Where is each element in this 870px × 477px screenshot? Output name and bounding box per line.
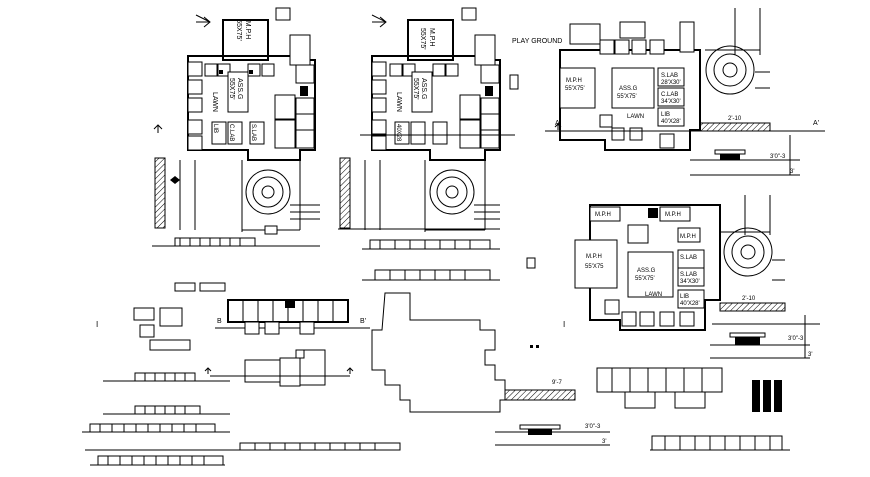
assembly-ground xyxy=(611,67,655,109)
south-wing-rooms xyxy=(604,299,695,327)
svg-text:LIB: LIB xyxy=(661,112,670,118)
svg-text:S.LAB: S.LAB xyxy=(680,255,697,261)
lab-cluster: S.LAB 28'X30' C.LAB 34'X30' LIB 40'X28' xyxy=(657,67,685,127)
svg-text:40'X28': 40'X28' xyxy=(680,301,700,307)
west-wing-rooms xyxy=(187,61,275,151)
svg-text:I: I xyxy=(563,320,565,329)
svg-text:3'0"-3: 3'0"-3 xyxy=(585,424,601,430)
svg-text:B': B' xyxy=(360,318,366,325)
assembly-ground xyxy=(627,251,674,298)
mph-label: M.P.H xyxy=(244,21,251,40)
svg-text:55X75': 55X75' xyxy=(412,78,419,100)
svg-text:C.LAB: C.LAB xyxy=(228,124,234,141)
svg-text:LAWN: LAWN xyxy=(627,114,644,120)
svg-text:55'X75': 55'X75' xyxy=(565,86,585,92)
elevation-1 xyxy=(152,225,320,247)
svg-text:S.LAB: S.LAB xyxy=(250,124,256,141)
svg-text:ASS.G: ASS.G xyxy=(420,78,427,99)
lawn-label: LAWN xyxy=(211,92,218,112)
svg-text:A': A' xyxy=(813,120,819,127)
svg-text:LAWN: LAWN xyxy=(395,92,402,112)
site-marker xyxy=(461,7,477,21)
north-arrow-icon xyxy=(371,14,387,28)
svg-text:I: I xyxy=(96,320,98,329)
small-plan-left: I xyxy=(96,282,226,351)
svg-text:M.P.H: M.P.H xyxy=(428,28,435,47)
svg-text:LAWN: LAWN xyxy=(645,292,662,298)
entry-garden xyxy=(241,160,320,232)
parking-hatch xyxy=(154,157,166,229)
roundabout xyxy=(720,195,785,281)
svg-text:3'0"-3: 3'0"-3 xyxy=(788,336,804,342)
svg-text:S.LAB: S.LAB xyxy=(680,272,697,278)
svg-text:55X75': 55X75' xyxy=(419,28,426,50)
svg-text:34'X30': 34'X30' xyxy=(680,279,700,285)
west-wing-rooms xyxy=(371,61,459,151)
mph-block xyxy=(222,19,269,61)
parking-hatch xyxy=(339,157,351,229)
roundabout xyxy=(705,8,770,95)
mph-block xyxy=(407,19,454,61)
lab-cluster: S.LAB S.LAB 34'X30' LIB 40'X28' xyxy=(677,249,705,309)
svg-text:M.P.H: M.P.H xyxy=(595,212,611,218)
svg-text:55'X75': 55'X75' xyxy=(635,276,655,282)
mph-block xyxy=(559,67,596,109)
section-b: 2'-10 3'0"-3 3' xyxy=(710,296,820,359)
elevations-left xyxy=(82,372,401,466)
svg-text:ASS.G: ASS.G xyxy=(637,268,656,274)
svg-text:9'-7: 9'-7 xyxy=(552,380,562,386)
svg-text:LIB: LIB xyxy=(680,294,689,300)
svg-text:S.LAB: S.LAB xyxy=(661,73,678,79)
play-ground-label: PLAY GROUND xyxy=(512,38,562,45)
svg-text:55'X75': 55'X75' xyxy=(617,94,637,100)
assg-size: 55X75' xyxy=(228,78,235,100)
svg-text:2'-10: 2'-10 xyxy=(742,296,756,302)
building-outline xyxy=(559,49,701,151)
svg-text:B: B xyxy=(217,318,222,325)
building-outline xyxy=(589,204,721,331)
lab-cluster: 40X28 xyxy=(394,121,448,145)
svg-text:55'X75: 55'X75 xyxy=(585,264,604,270)
school-plan-4: M.P.H 55'X75 M.P.H M.P.H M.P.H ASS.G 55'… xyxy=(574,195,820,359)
svg-text:2'-10: 2'-10 xyxy=(728,116,742,122)
svg-text:M.P.H: M.P.H xyxy=(680,234,696,240)
assembly-ground xyxy=(227,71,249,113)
svg-text:M.P.H: M.P.H xyxy=(665,212,681,218)
elevation-2 xyxy=(338,228,536,281)
school-plan-1: M.P.H 55X75' xyxy=(152,7,320,247)
svg-text:40X28: 40X28 xyxy=(395,124,401,142)
svg-text:ASS.G: ASS.G xyxy=(619,86,638,92)
school-plan-2: M.P.H 55X75' ASS.G 55X75' LAWN xyxy=(338,7,536,281)
svg-text:40'X28': 40'X28' xyxy=(661,119,681,125)
svg-text:M.P.H: M.P.H xyxy=(586,254,602,260)
site-outline: 9'-7 3'0"-3 3' I xyxy=(371,292,610,446)
svg-text:3': 3' xyxy=(808,352,812,358)
north-arrow-icon xyxy=(195,14,211,28)
svg-text:LIB: LIB xyxy=(212,124,218,133)
mph-block xyxy=(574,239,618,289)
assg-label: ASS.G xyxy=(236,78,243,99)
site-marker xyxy=(275,7,291,21)
svg-text:C.LAB: C.LAB xyxy=(661,92,678,98)
small-plan-center xyxy=(204,349,354,387)
entry-garden xyxy=(424,160,500,232)
mph-size: 55X75' xyxy=(235,19,242,41)
east-wing-rooms xyxy=(274,34,315,149)
svg-text:34'X30': 34'X30' xyxy=(661,99,681,105)
svg-text:3'0"-3: 3'0"-3 xyxy=(770,154,786,160)
elevation-block-right xyxy=(596,367,790,451)
section-a: 2'-10 3'0"-3 3' xyxy=(690,116,800,176)
plan-b-section: B B' xyxy=(215,299,370,335)
svg-text:3': 3' xyxy=(602,439,606,445)
svg-text:3': 3' xyxy=(790,169,794,175)
lab-cluster: S.LAB C.LAB LIB xyxy=(211,121,265,145)
east-wing-rooms xyxy=(459,34,500,149)
assembly-ground xyxy=(411,71,433,113)
svg-text:A: A xyxy=(555,120,560,127)
school-plan-3: PLAY GROUND M.P.H 55'X75' ASS.G 55'X75' … xyxy=(512,8,825,176)
svg-text:M.P.H: M.P.H xyxy=(566,78,582,84)
svg-text:28'X30': 28'X30' xyxy=(661,80,681,86)
